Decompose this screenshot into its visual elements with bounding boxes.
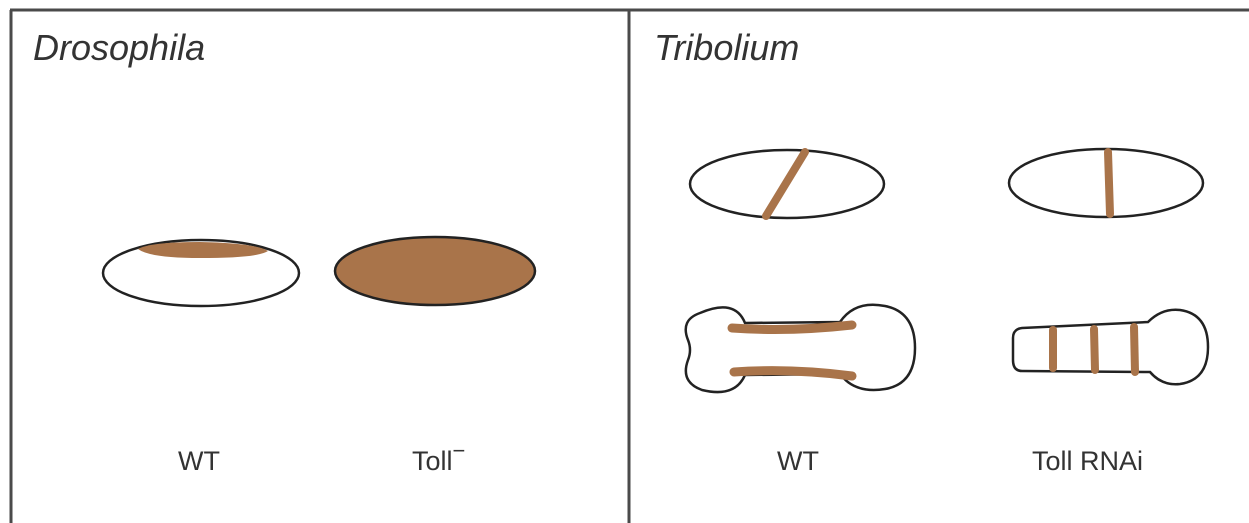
label-tribolium-toll-rnai: Toll RNAi xyxy=(1032,448,1143,475)
label-tribolium-wt: WT xyxy=(777,448,819,475)
label-drosophila-wt: WT xyxy=(178,448,220,475)
drosophila-wt-embryo xyxy=(103,240,299,306)
lower-lateral-band xyxy=(734,371,852,376)
vertical-stain-stripe xyxy=(1108,152,1110,214)
tribolium-rnai-late-embryo xyxy=(1013,310,1208,385)
panel-title-tribolium: Tribolium xyxy=(654,30,799,66)
stain-stripe-2 xyxy=(1094,329,1095,370)
tribolium-wt-late-embryo xyxy=(686,305,915,392)
panel-title-drosophila: Drosophila xyxy=(33,30,205,66)
drosophila-toll-embryo xyxy=(335,237,535,305)
label-drosophila-toll-minus: − xyxy=(453,438,466,463)
upper-lateral-band xyxy=(732,325,852,329)
tribolium-wt-early-embryo xyxy=(690,150,884,218)
stain-stripe-3 xyxy=(1134,327,1135,372)
tribolium-rnai-early-embryo xyxy=(1009,149,1203,217)
label-drosophila-toll-text: Toll xyxy=(412,446,453,476)
label-drosophila-toll: Toll− xyxy=(412,448,465,475)
